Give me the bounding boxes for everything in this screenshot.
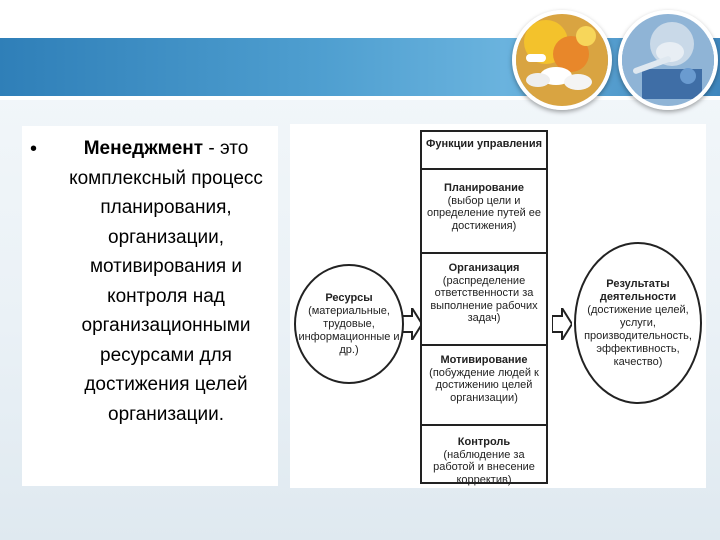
- results-title: Результаты деятельности: [599, 278, 677, 303]
- arrow-right-icon: [552, 308, 572, 340]
- functions-header: Функции управления: [422, 132, 546, 170]
- definition-panel: • Менеджмент - это комплексный процесс п…: [22, 126, 278, 486]
- function-desc: (побуждение людей к достижению целей орг…: [429, 366, 539, 404]
- definition-body: - это комплексный процесс планирования, …: [69, 138, 263, 425]
- function-title: Планирование: [443, 182, 525, 194]
- resources-title: Ресурсы: [325, 292, 373, 304]
- pills-photo: [512, 10, 612, 110]
- function-motivating: Мотивирование (побуждение людей к достиж…: [422, 346, 546, 426]
- function-desc: (наблюдение за работой и внесение коррек…: [433, 448, 535, 486]
- function-title: Организация: [448, 262, 520, 274]
- function-control: Контроль (наблюдение за работой и внесен…: [422, 426, 546, 486]
- function-organizing: Организация (распределение ответственнос…: [422, 254, 546, 346]
- arrow-right-icon: [402, 308, 422, 340]
- functions-column: Функции управления Планирование (выбор ц…: [420, 130, 548, 486]
- definition-text: Менеджмент - это комплексный процесс пла…: [52, 134, 280, 429]
- function-desc: (выбор цели и определение путей ее дости…: [426, 194, 542, 232]
- function-desc: (распределение ответственности за выполн…: [430, 274, 538, 325]
- function-title: Контроль: [457, 436, 511, 448]
- function-title: Мотивирование: [440, 354, 528, 366]
- resources-desc: (материальные, трудовые, информационные …: [298, 305, 400, 356]
- laboratory-photo: [618, 10, 718, 110]
- function-planning: Планирование (выбор цели и определение п…: [422, 170, 546, 254]
- resources-oval: Ресурсы (материальные, трудовые, информа…: [294, 264, 404, 384]
- results-oval: Результаты деятельности (достижение целе…: [574, 242, 702, 404]
- bullet-icon: •: [30, 138, 38, 160]
- title-bar: [0, 38, 720, 96]
- results-desc: (достижение целей, услуги, производитель…: [584, 304, 692, 368]
- management-diagram: Ресурсы (материальные, трудовые, информа…: [290, 124, 706, 488]
- definition-term: Менеджмент: [83, 138, 204, 159]
